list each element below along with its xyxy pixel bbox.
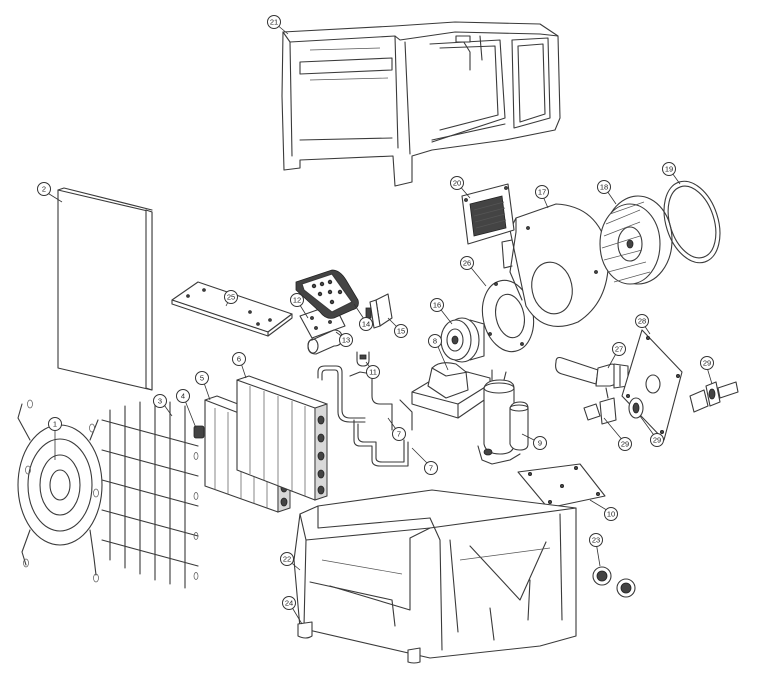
control-panel — [295, 269, 359, 319]
svg-text:7: 7 — [397, 430, 401, 439]
callout-20: 20 — [450, 176, 464, 190]
cover-plate — [621, 329, 683, 441]
callout-1: 1 — [48, 417, 62, 431]
callout-6: 6 — [232, 352, 246, 366]
svg-text:18: 18 — [600, 183, 608, 192]
svg-text:9: 9 — [538, 439, 542, 448]
callout-12: 12 — [290, 293, 304, 307]
callout-15: 15 — [394, 324, 408, 338]
svg-text:3: 3 — [158, 397, 162, 406]
svg-text:19: 19 — [665, 165, 673, 174]
clamp — [356, 351, 370, 367]
callout-13: 13 — [339, 333, 353, 347]
svg-text:23: 23 — [592, 536, 600, 545]
callout-29b: 29 — [650, 433, 664, 447]
blower-motor — [440, 317, 485, 363]
svg-text:29: 29 — [703, 359, 711, 368]
svg-text:21: 21 — [270, 18, 278, 27]
mounting-plate — [517, 463, 606, 509]
svg-text:26: 26 — [463, 259, 471, 268]
svg-text:7: 7 — [429, 464, 433, 473]
svg-text:14: 14 — [362, 320, 370, 329]
drain-hose — [555, 356, 629, 389]
callout-19: 19 — [662, 162, 676, 176]
callout-10: 10 — [604, 507, 618, 521]
callout-2: 2 — [37, 182, 51, 196]
svg-text:20: 20 — [453, 179, 461, 188]
svg-text:28: 28 — [638, 317, 646, 326]
callout-7a: 7 — [392, 427, 406, 441]
callout-11: 11 — [366, 365, 380, 379]
drain-fitting-b — [628, 397, 644, 419]
caster-feet — [297, 621, 421, 664]
evaporator-coil — [236, 375, 328, 501]
side-panel — [57, 187, 153, 391]
svg-text:29: 29 — [621, 440, 629, 449]
callout-8: 8 — [428, 334, 442, 348]
callout-25: 25 — [224, 290, 238, 304]
svg-text:5: 5 — [200, 374, 204, 383]
svg-text:2: 2 — [42, 185, 46, 194]
callout-28: 28 — [635, 314, 649, 328]
svg-text:13: 13 — [342, 336, 350, 345]
callout-14: 14 — [359, 317, 373, 331]
svg-text:12: 12 — [293, 296, 301, 305]
callout-27: 27 — [612, 342, 626, 356]
control-box — [411, 362, 491, 419]
blower-housing — [501, 203, 609, 327]
svg-text:4: 4 — [181, 392, 185, 401]
callout-4: 4 — [176, 389, 190, 403]
callout-3: 3 — [153, 394, 167, 408]
callout-21: 21 — [267, 15, 281, 29]
callout-18: 18 — [597, 180, 611, 194]
svg-text:15: 15 — [397, 327, 405, 336]
caster-wheels — [592, 566, 636, 598]
svg-text:29: 29 — [653, 436, 661, 445]
callout-23: 23 — [589, 533, 603, 547]
svg-text:16: 16 — [433, 301, 441, 310]
top-cover — [281, 21, 561, 187]
drain-fitting-a — [583, 387, 617, 425]
svg-text:17: 17 — [538, 188, 546, 197]
callout-22: 22 — [280, 552, 294, 566]
callout-16: 16 — [430, 298, 444, 312]
wire-mesh-filter — [101, 397, 199, 589]
svg-text:27: 27 — [615, 345, 623, 354]
svg-text:24: 24 — [285, 599, 293, 608]
blower-wheel — [599, 195, 673, 285]
base-tray — [293, 489, 577, 659]
callout-29c: 29 — [700, 356, 714, 370]
callout-29a: 29 — [618, 437, 632, 451]
svg-text:6: 6 — [237, 355, 241, 364]
copper-pipes — [317, 365, 413, 467]
callout-24: 24 — [282, 596, 296, 610]
callout-9: 9 — [533, 436, 547, 450]
svg-text:25: 25 — [227, 293, 235, 302]
svg-text:22: 22 — [283, 555, 291, 564]
svg-text:11: 11 — [369, 368, 377, 377]
svg-text:1: 1 — [53, 420, 57, 429]
callout-5: 5 — [195, 371, 209, 385]
drain-fitting-c — [689, 381, 739, 413]
svg-text:8: 8 — [433, 337, 437, 346]
compressor — [477, 369, 529, 465]
callout-17: 17 — [535, 185, 549, 199]
louver-grille — [461, 183, 515, 245]
svg-text:10: 10 — [607, 510, 615, 519]
small-connector — [193, 425, 205, 439]
callout-7b: 7 — [424, 461, 438, 475]
callout-26: 26 — [460, 256, 474, 270]
pcb-board — [171, 281, 293, 337]
